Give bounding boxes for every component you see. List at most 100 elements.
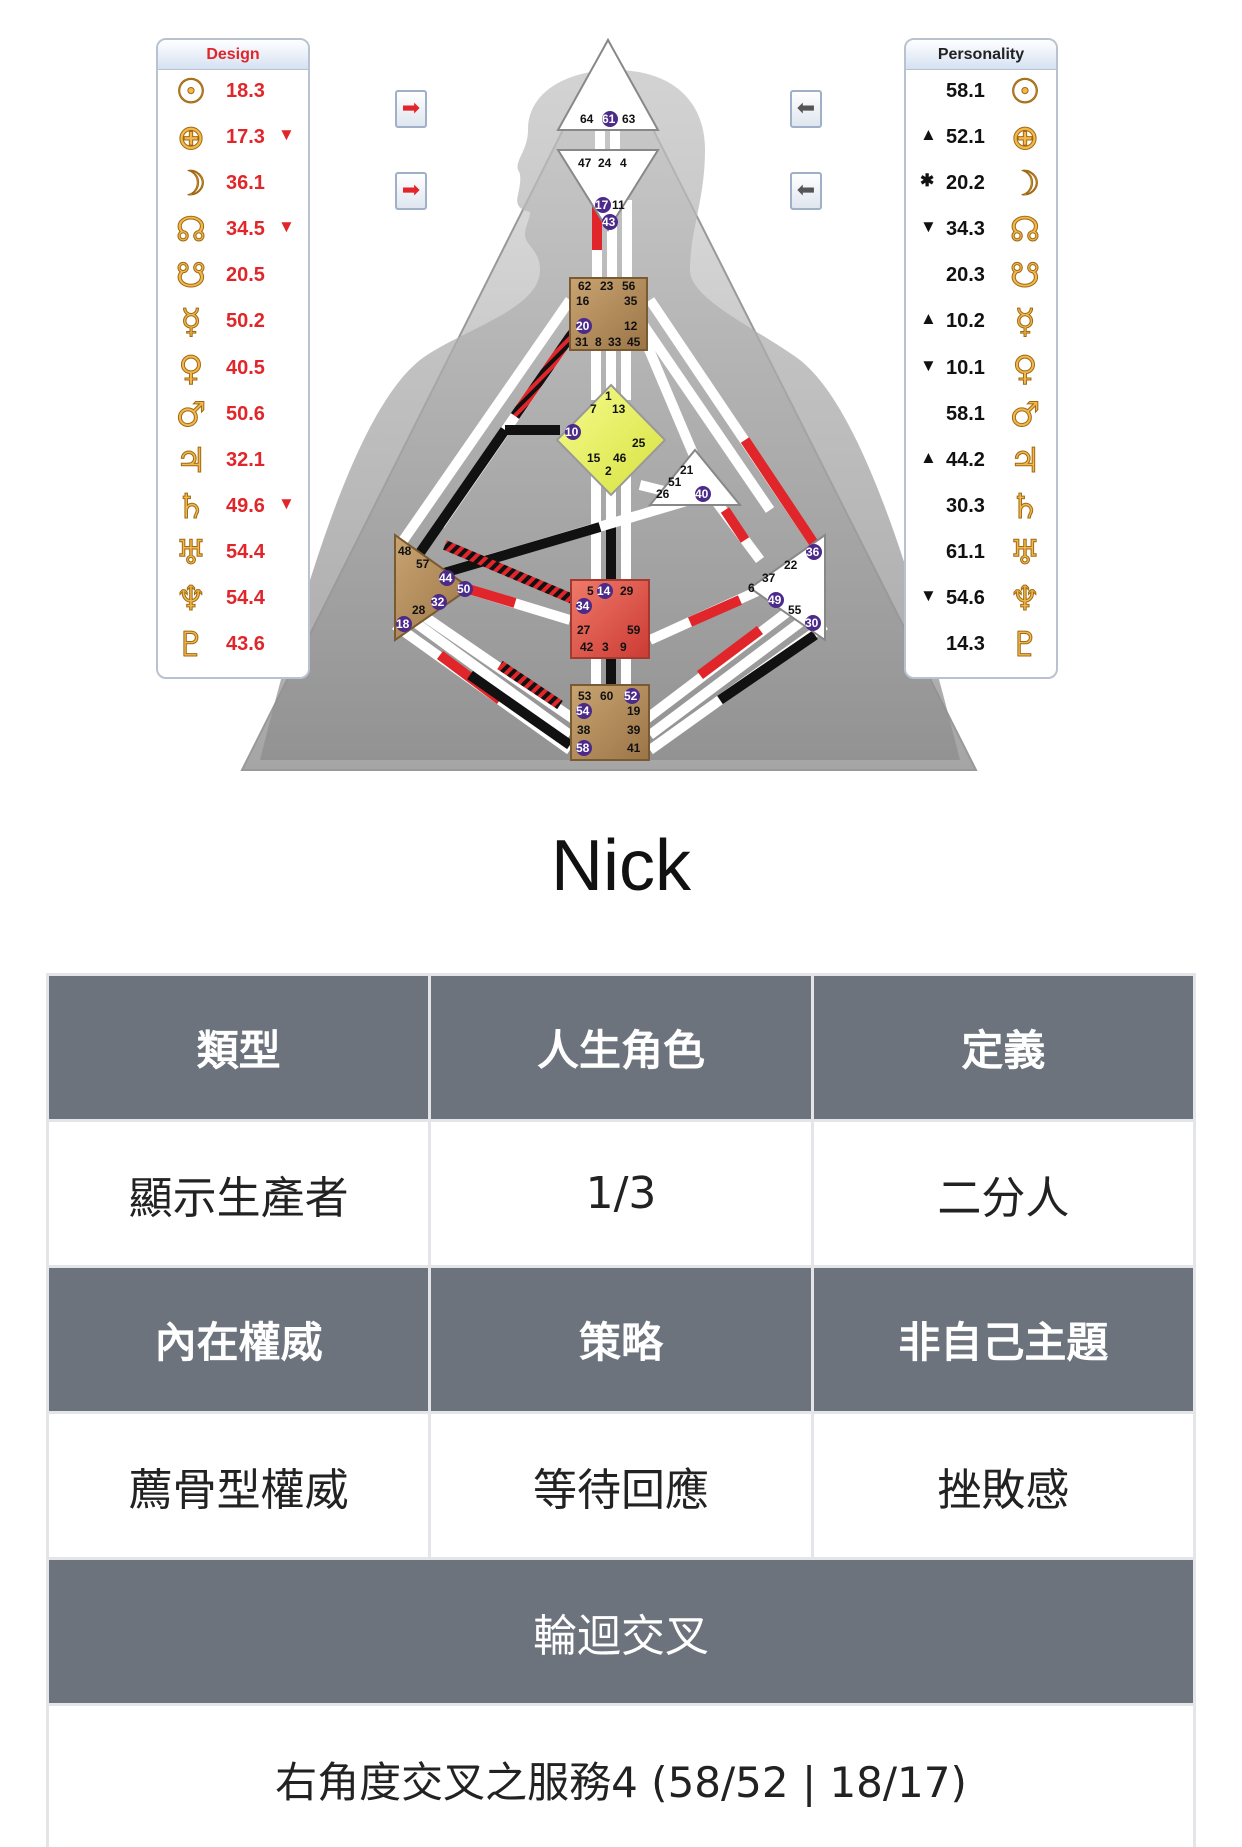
gate-labels: 64 61 63 47 24 4 17 11 43 62 23 56 16 35… xyxy=(396,111,822,756)
definition-value: 二分人 xyxy=(810,1119,1197,1268)
gate-label: 52 xyxy=(624,689,638,703)
type-header: 類型 xyxy=(45,973,432,1122)
gate-label: 2 xyxy=(605,464,612,478)
gate-label: 1 xyxy=(605,389,612,403)
gate-label: 43 xyxy=(602,215,616,229)
personality-prev-button[interactable]: ⬅ xyxy=(790,90,822,128)
moon-icon: ☽ xyxy=(175,164,207,205)
gate-label: 10 xyxy=(565,425,579,439)
planet-gate-value: 17.3 xyxy=(226,126,265,149)
gate-label: 49 xyxy=(768,593,782,607)
gate-label: 42 xyxy=(580,640,594,654)
uranus-icon: ♅ xyxy=(175,532,207,573)
head-center xyxy=(556,37,660,131)
planet-row: ⊕52.1▲ xyxy=(906,116,1056,162)
planet-row: ♀10.1▼ xyxy=(906,347,1056,393)
planet-row: ♃44.2▲ xyxy=(906,439,1056,485)
gate-label: 48 xyxy=(398,544,412,558)
planet-gate-value: 18.3 xyxy=(226,80,265,102)
planet-gate-value: 20.5 xyxy=(226,264,265,287)
gate-label: 26 xyxy=(656,487,670,501)
planet-gate-value: 44.2 xyxy=(946,448,985,471)
gate-label: 5 xyxy=(587,584,594,598)
gate-label: 50 xyxy=(457,582,471,596)
gate-label: 3 xyxy=(602,640,609,654)
planet-gate-value: 54.4 xyxy=(226,540,265,563)
gate-label: 16 xyxy=(576,294,590,308)
gate-label: 56 xyxy=(622,279,636,293)
strategy-header: 策略 xyxy=(428,1265,814,1414)
person-name: Nick xyxy=(551,826,691,906)
pluto-icon: ♇ xyxy=(1009,625,1041,666)
personality-panel-title: Personality xyxy=(906,40,1056,70)
gate-label: 47 xyxy=(578,156,592,170)
planet-gate-value: 30.3 xyxy=(946,494,985,517)
planet-row: ♆54.4 xyxy=(158,577,308,623)
authority-value: 薦骨型權威 xyxy=(45,1411,432,1560)
planet-gate-value: 50.2 xyxy=(226,310,265,333)
gate-label: 29 xyxy=(620,584,634,598)
gate-label: 55 xyxy=(788,603,802,617)
planet-row: ♄49.6▼ xyxy=(158,485,308,531)
design-next-button[interactable]: ➡ xyxy=(395,172,427,210)
planet-gate-value: 43.6 xyxy=(226,633,265,656)
personality-next-button[interactable]: ⬅ xyxy=(790,172,822,210)
gate-label: 18 xyxy=(396,617,410,631)
gate-label: 61 xyxy=(602,112,616,126)
planet-gate-value: 36.1 xyxy=(226,172,265,195)
sun-icon: ☉ xyxy=(1009,72,1041,112)
gate-label: 9 xyxy=(620,640,627,654)
planet-gate-value: 58.1 xyxy=(946,402,985,425)
not-self-header: 非自己主題 xyxy=(810,1265,1197,1414)
south-node-icon: ☋ xyxy=(1009,256,1041,297)
design-panel-title: Design xyxy=(158,40,308,70)
planet-gate-value: 54.6 xyxy=(946,587,985,610)
mercury-icon: ☿ xyxy=(1014,302,1036,343)
planet-gate-value: 20.3 xyxy=(946,264,985,287)
gate-label: 54 xyxy=(576,704,590,718)
planet-gate-value: 61.1 xyxy=(946,540,985,563)
north-node-icon: ☊ xyxy=(1009,210,1041,251)
gate-label: 24 xyxy=(598,156,612,170)
planet-row: ♅61.1 xyxy=(906,531,1056,577)
planet-gate-value: 14.3 xyxy=(946,633,985,656)
spleen-center xyxy=(394,533,472,642)
gate-label: 37 xyxy=(762,571,776,585)
gate-label: 7 xyxy=(590,402,597,416)
fixing-mark: ▼ xyxy=(278,217,295,237)
mars-icon: ♂ xyxy=(1009,394,1041,435)
throat-center xyxy=(569,277,648,351)
planet-row: ☊34.5▼ xyxy=(158,208,308,254)
planet-gate-value: 40.5 xyxy=(226,356,265,379)
pluto-icon: ♇ xyxy=(175,625,207,666)
gate-label: 15 xyxy=(587,451,601,465)
incarnation-cross-value: 右角度交叉之服務4 (58/52 | 18/17) xyxy=(46,1703,1196,1847)
gate-label: 36 xyxy=(806,545,820,559)
table-row: 類型 人生角色 定義 xyxy=(45,973,1197,1122)
design-prev-button[interactable]: ➡ xyxy=(395,90,427,128)
table-row: 右角度交叉之服務4 (58/52 | 18/17) xyxy=(46,1703,1196,1847)
planet-gate-value: 34.5 xyxy=(226,218,265,241)
planet-gate-value: 10.2 xyxy=(946,310,985,333)
earth-icon: ⊕ xyxy=(1010,118,1040,159)
saturn-icon: ♄ xyxy=(1009,486,1041,527)
profile-value: 1/3 xyxy=(428,1119,814,1268)
mercury-icon: ☿ xyxy=(180,302,202,343)
bodygraph-chart: 64 61 63 47 24 4 17 11 43 62 23 56 16 35… xyxy=(0,0,1242,800)
strategy-value: 等待回應 xyxy=(428,1411,814,1560)
gate-label: 46 xyxy=(613,451,627,465)
gate-label: 57 xyxy=(416,557,430,571)
gate-label: 33 xyxy=(608,335,622,349)
gate-label: 32 xyxy=(431,595,445,609)
jupiter-icon: ♃ xyxy=(175,440,207,481)
planet-row: ☽ 36.1 xyxy=(158,162,308,208)
gate-label: 28 xyxy=(412,603,426,617)
fixing-mark: ✱ xyxy=(920,171,935,191)
design-panel: Design ☉18.3⊕17.3▼☽36.1☊34.5▼☋20.5☿50.2♀… xyxy=(156,38,310,679)
planet-gate-value: 49.6 xyxy=(226,494,265,517)
venus-icon: ♀ xyxy=(1012,348,1038,389)
planet-row: ☊34.3▼ xyxy=(906,208,1056,254)
earth-icon: ⊕ xyxy=(176,118,206,159)
gate-label: 40 xyxy=(695,487,709,501)
not-self-value: 挫敗感 xyxy=(810,1411,1197,1560)
